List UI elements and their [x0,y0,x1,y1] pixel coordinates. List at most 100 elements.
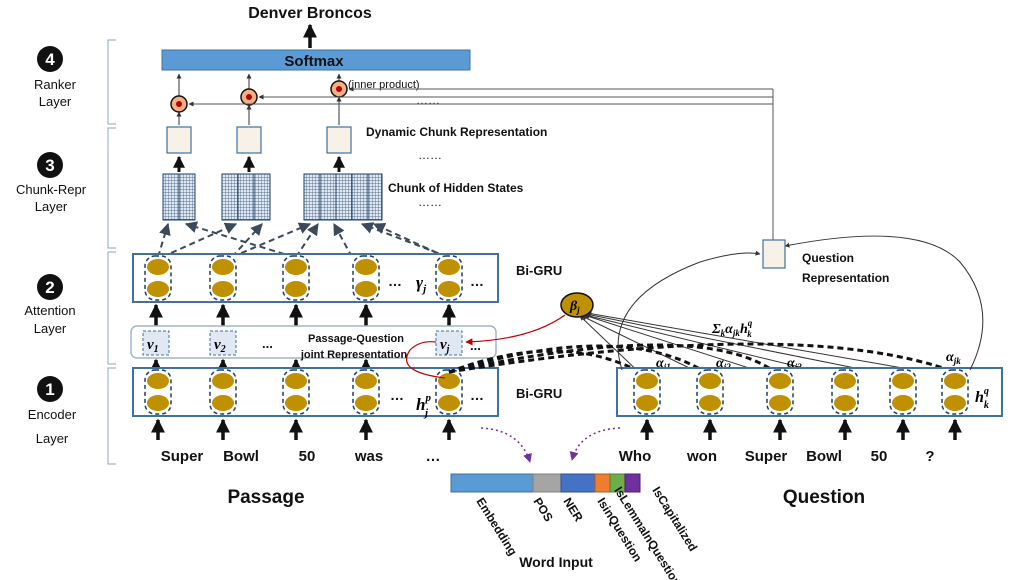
question-repr-feedback [188,86,774,240]
hidden-state-chunks [162,173,383,221]
ranker-arrows [176,73,342,125]
feature-label: POS [530,495,555,524]
attention-up-arrows [149,303,456,326]
question-word: ? [925,448,934,465]
beta-node: βj [560,292,594,318]
beta-red-lines [405,314,566,379]
attention-ellipsis-left: … [388,273,402,289]
gru-cell-pair [209,255,237,301]
gru-cell-pair [282,255,310,301]
pos-segment [532,473,562,493]
question-word: 50 [871,448,888,465]
feature-label: NER [560,495,585,524]
gru-cell-pair [435,255,463,301]
joint-ellipsis: ... [262,336,273,351]
layer-3-badge [37,152,63,178]
chunk-repr-box [166,126,192,154]
layer-2-label: 2 Attention Layer [24,274,76,336]
layer-1-name-line1: Encoder [28,407,77,422]
passage-title: Passage [227,487,304,508]
gru-cell-pair [696,369,724,415]
dynamic-chunk-label: Dynamic Chunk Representation [366,125,547,139]
inner-product-node [240,88,258,106]
gru-cell-pair [352,369,380,415]
pq-label-line2: joint Representation [300,349,408,361]
gru-cell-pair [352,255,380,301]
hidden-state-column [351,173,369,221]
question-to-word-input-arrow [569,427,621,461]
question-title: Question [783,487,865,508]
question-repr-line2: Representation [802,271,889,285]
question-word: Bowl [806,448,842,465]
question-input-arrows [640,418,962,440]
question-words: Who won Super Bowl 50 ? [619,448,935,465]
question-repr-line1: Question [802,251,854,265]
beta-symbol: βj [569,299,580,315]
passage-word: Bowl [223,448,259,465]
gamma-symbol: γj [416,273,427,295]
hidden-dots: …… [418,195,442,209]
question-repr-box [762,239,786,269]
softmax-label: Softmax [284,53,344,70]
v-box [142,330,170,356]
feature-label: Embedding [473,495,519,558]
layer-4-number: 4 [45,50,55,69]
chunk-repr-box [236,126,262,154]
alpha-jk: αjk [946,350,961,366]
ranker-dots: …… [416,93,440,107]
inner-product-node [330,80,348,98]
layer-3-name-line2: Layer [35,199,68,214]
layer-3-label: 3 Chunk-Repr Layer [16,152,87,214]
gru-cell-pair [282,369,310,415]
question-word: won [686,448,717,465]
passage-word: … [426,448,441,465]
passage-to-word-input-arrow [480,427,532,463]
pq-label-line1: Passage-Question [308,333,404,345]
layer-4-label: 4 Ranker Layer [34,46,77,109]
gru-cell-pair [941,369,969,415]
joint-ellipsis-right: ... [470,338,481,353]
ner-segment [560,473,596,493]
v-box [435,330,463,356]
attention-bigru-label: Bi-GRU [516,263,562,278]
v-box [209,330,237,356]
chunk-dots: …… [418,148,442,162]
question-gru-cells [633,369,969,415]
word-input-title: Word Input [519,554,593,570]
hidden-state-column [221,173,239,221]
hidden-state-column [237,173,255,221]
chunk-hidden-label: Chunk of Hidden States [388,181,524,195]
answer-text: Denver Broncos [248,5,372,22]
passage-word: was [354,448,383,465]
layer-1-badge [37,376,63,402]
question-word: Super [745,448,788,465]
attention-ellipsis-right: … [470,273,484,289]
layer-3-number: 3 [45,156,54,175]
hidden-state-column [367,173,383,221]
softmax-box [161,49,471,71]
vj-label: vj [440,337,450,355]
hidden-state-column [178,173,196,221]
iscapitalized-segment [624,473,641,493]
layer-4-name-line1: Ranker [34,77,77,92]
inner-product-node [170,95,188,113]
question-repr-arc-left [617,250,761,371]
word-input-feature-bar [450,473,641,493]
gru-cell-pair [633,369,661,415]
v1-label: v1 [147,337,159,355]
passage-gru-cells [144,369,463,415]
hidden-state-column [335,173,353,221]
attention-gru-cells [144,255,463,301]
layer-2-name-line2: Layer [34,321,67,336]
layer-2-number: 2 [45,278,54,297]
hidden-state-column [162,173,180,221]
hidden-state-column [319,173,337,221]
chunk-repr-box [326,126,352,154]
gru-cell-pair [209,369,237,415]
hidden-state-column [303,173,321,221]
layer-1-number: 1 [45,380,54,399]
